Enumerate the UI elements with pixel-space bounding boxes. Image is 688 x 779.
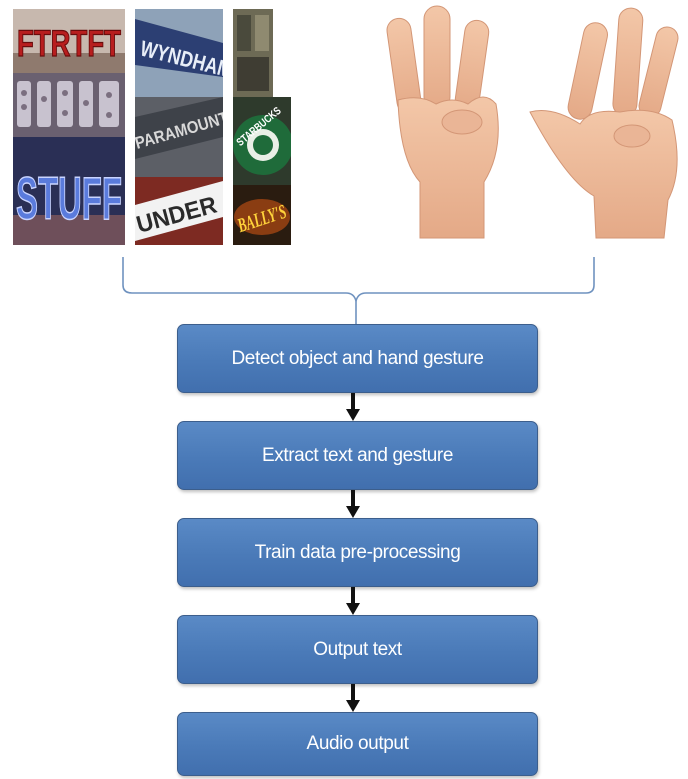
flow-arrow-4 <box>346 684 360 712</box>
flow-step-train: Train data pre-processing <box>177 518 538 587</box>
sign-photo-starbucks: STARBUCKS <box>233 97 291 185</box>
flow-arrow-1 <box>346 393 360 421</box>
merge-bracket <box>118 255 598 327</box>
sign-photo-wyndham: WYNDHAM <box>135 9 223 97</box>
hand-gesture-right <box>529 7 679 239</box>
sign-photo-stuff: STUFF <box>13 137 125 245</box>
flow-arrow-2 <box>346 490 360 518</box>
hand-gesture-left <box>386 5 499 239</box>
flow-arrow-3 <box>346 587 360 615</box>
hand-gesture-images <box>380 0 688 240</box>
sign-photo-window <box>233 9 273 97</box>
flow-step-extract: Extract text and gesture <box>177 421 538 490</box>
flow-step-detect: Detect object and hand gesture <box>177 324 538 393</box>
flow-step-audio-output: Audio output <box>177 712 538 776</box>
sign-text-ftrtft: FTRTFT <box>17 23 121 64</box>
sign-photo-ballys: BALLY'S <box>233 185 291 245</box>
sign-photo-dotted <box>13 73 125 137</box>
sign-photo-under: UNDER <box>135 177 223 245</box>
sign-photo-paramount: PARAMOUNT <box>135 97 223 177</box>
flow-step-output-text: Output text <box>177 615 538 684</box>
sign-text-stuff: STUFF <box>16 165 122 232</box>
sign-photo-ftrtft: FTRTFT <box>13 9 125 73</box>
